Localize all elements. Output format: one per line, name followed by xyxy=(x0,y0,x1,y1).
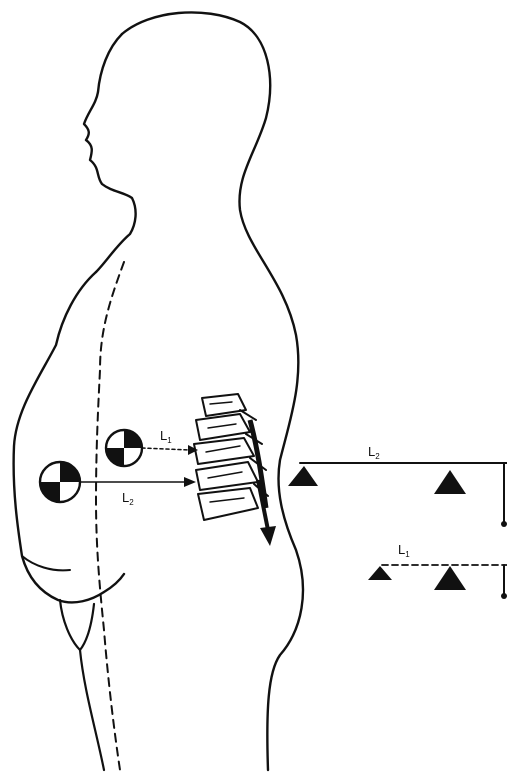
body-outline-back xyxy=(122,12,303,770)
beam-upper: L2 xyxy=(288,444,507,527)
body-outline-front-head xyxy=(84,34,136,272)
center-of-mass-lower-icon xyxy=(40,462,80,502)
fulcrum-triangle-icon xyxy=(434,470,466,494)
spine-load-arrow-icon xyxy=(258,480,276,546)
body-lever-l1-label: L1 xyxy=(160,428,172,445)
fulcrum-triangle-icon xyxy=(368,566,392,580)
gravity-line xyxy=(96,262,124,770)
fulcrum-triangle-icon xyxy=(288,466,318,486)
center-of-mass-upper-icon xyxy=(106,430,142,466)
beam-upper-label: L2 xyxy=(368,444,380,461)
body-lever-l2: L2 xyxy=(80,477,196,507)
fulcrum-triangle-icon xyxy=(434,566,466,590)
belly-fold xyxy=(22,556,70,570)
vertebra-icon xyxy=(194,394,268,520)
front-leg-line xyxy=(80,650,104,770)
body-outline-belly xyxy=(14,272,124,602)
body-lever-l2-label: L2 xyxy=(122,490,134,507)
beam-lower: L1 xyxy=(368,542,507,599)
beam-lower-label: L1 xyxy=(398,542,410,559)
lower-abdomen xyxy=(60,600,94,650)
body-lever-l1: L1 xyxy=(142,428,198,455)
